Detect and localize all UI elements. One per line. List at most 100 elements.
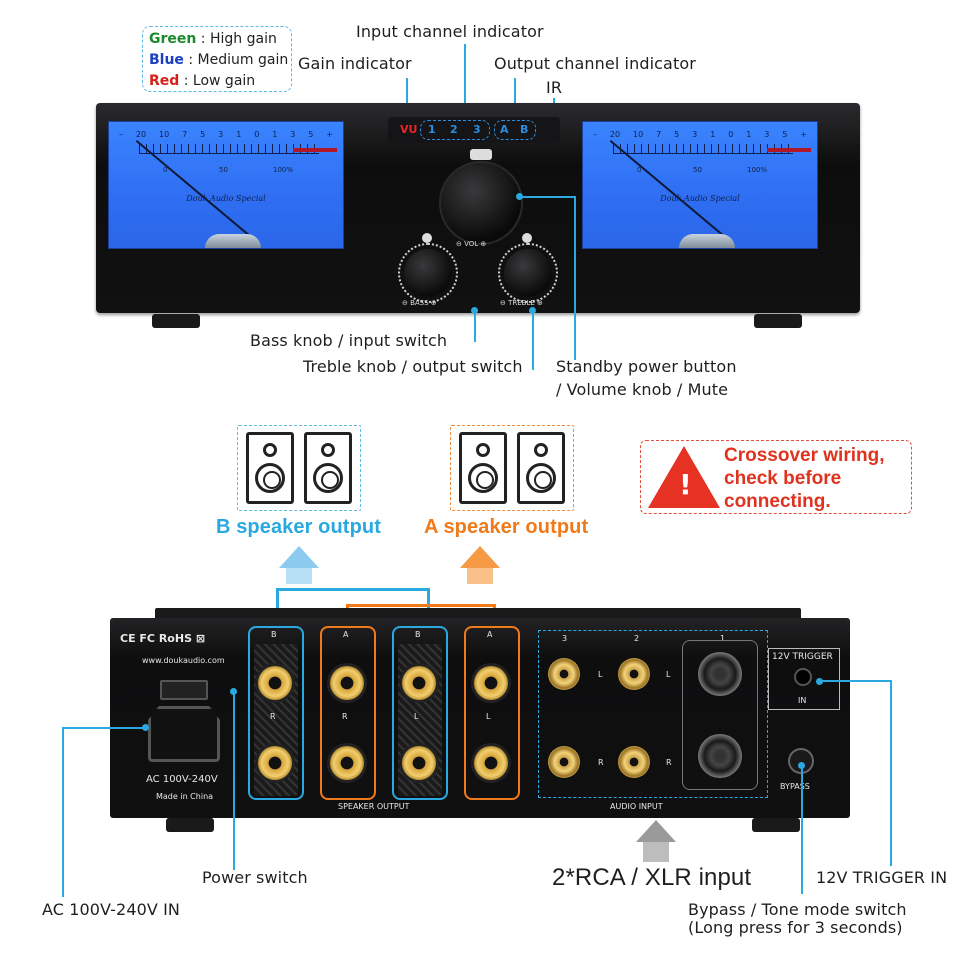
bass-knob[interactable] bbox=[398, 243, 458, 303]
rca-jack[interactable] bbox=[618, 658, 650, 690]
meter-redzone bbox=[767, 148, 811, 152]
meter-arc bbox=[613, 144, 793, 154]
binding-post[interactable] bbox=[402, 746, 436, 780]
a-speaker-output-label: A speaker output bbox=[424, 516, 589, 538]
meter-tick-label: 7 bbox=[182, 130, 188, 139]
output-b-indicator: B bbox=[520, 123, 529, 136]
meter-tick-label: 5 bbox=[308, 130, 314, 139]
cert-marks: CE FC RoHS ⊠ bbox=[120, 632, 206, 645]
ac-in-leader-v bbox=[62, 727, 64, 897]
meter-redzone bbox=[293, 148, 337, 152]
trigger-box bbox=[768, 648, 840, 710]
trigger-jack[interactable] bbox=[796, 670, 810, 684]
made-in-text: Made in China bbox=[156, 792, 214, 801]
a-left-posts: A L bbox=[464, 626, 520, 800]
input-1-indicator: 1 bbox=[428, 123, 436, 136]
post-letter: A bbox=[487, 630, 493, 639]
treble-knob[interactable] bbox=[498, 243, 558, 303]
channel-letter: L bbox=[666, 670, 671, 679]
b-speaker-group bbox=[237, 425, 361, 511]
input-channel-indicator-label: Input channel indicator bbox=[356, 22, 544, 41]
input-number: 2 bbox=[634, 634, 640, 643]
legend-row-red: Red : Low gain bbox=[149, 73, 256, 89]
standby-label-line1: Standby power button bbox=[556, 357, 737, 376]
xlr-plate bbox=[682, 640, 758, 790]
input-channel-leader bbox=[464, 44, 466, 112]
meter-tick-label: 20 bbox=[609, 130, 621, 139]
ac-voltage-text: AC 100V-240V bbox=[146, 774, 218, 785]
volume-leader-h bbox=[520, 196, 576, 198]
xlr-jack[interactable] bbox=[698, 652, 742, 696]
treble-knob-label: Treble knob / output switch bbox=[303, 357, 523, 376]
treble-label: ⊖ TREBLE ⊕ bbox=[500, 299, 543, 307]
b-output-arrow-icon bbox=[279, 546, 319, 568]
binding-post[interactable] bbox=[330, 666, 364, 700]
warning-line: check before bbox=[724, 468, 842, 489]
binding-post[interactable] bbox=[258, 746, 292, 780]
channel-letter: R bbox=[598, 758, 604, 767]
bass-label: ⊖ BASS ⊕ bbox=[402, 299, 437, 307]
input-arrow-stem bbox=[643, 842, 669, 862]
trigger-in-text: IN bbox=[798, 696, 807, 705]
a-speaker-group bbox=[450, 425, 574, 511]
meter-tick-label: 20 bbox=[135, 130, 147, 139]
bypass-dot bbox=[798, 762, 805, 769]
bass-icon bbox=[422, 233, 432, 243]
meter-tick-label: 3 bbox=[218, 130, 224, 139]
meter-needle bbox=[135, 140, 252, 238]
meter-tick-label: 10 bbox=[159, 130, 170, 139]
binding-post[interactable] bbox=[402, 666, 436, 700]
bypass-leader bbox=[801, 766, 803, 894]
ac-in-leader-h bbox=[62, 727, 144, 729]
rca-jack[interactable] bbox=[618, 746, 650, 778]
volume-leader-v bbox=[574, 196, 576, 360]
treble-leader bbox=[532, 310, 534, 370]
meter-tick-label: 10 bbox=[633, 130, 644, 139]
binding-post[interactable] bbox=[474, 666, 508, 700]
indicator-display: VU 1 2 3 A B bbox=[388, 117, 560, 143]
vu-indicator: VU bbox=[400, 123, 418, 136]
speaker-icon bbox=[517, 432, 565, 504]
meter-lamp bbox=[205, 234, 261, 248]
meter-tick-label: 1 bbox=[746, 130, 752, 139]
ir-label: IR bbox=[546, 78, 563, 97]
binding-post[interactable] bbox=[474, 746, 508, 780]
binding-post[interactable] bbox=[330, 746, 364, 780]
meter-tick-label: 5 bbox=[200, 130, 206, 139]
volume-knob[interactable] bbox=[441, 163, 521, 243]
rca-jack[interactable] bbox=[548, 746, 580, 778]
speaker-icon bbox=[246, 432, 294, 504]
meter-tick-label: 7 bbox=[656, 130, 662, 139]
post-channel: L bbox=[414, 712, 419, 721]
b-speaker-output-label: B speaker output bbox=[216, 516, 381, 538]
power-switch[interactable] bbox=[160, 680, 208, 700]
post-channel: R bbox=[342, 712, 348, 721]
meter-tick-label: 3 bbox=[764, 130, 770, 139]
xlr-jack[interactable] bbox=[698, 734, 742, 778]
rca-jack[interactable] bbox=[548, 658, 580, 690]
ac-inlet bbox=[148, 706, 220, 762]
bypass-button[interactable] bbox=[790, 750, 812, 772]
input-number: 3 bbox=[562, 634, 568, 643]
legend-row-blue: Blue : Medium gain bbox=[149, 52, 289, 68]
binding-post[interactable] bbox=[258, 666, 292, 700]
meter-tick-label: 5 bbox=[674, 130, 680, 139]
meter-tick-label: + bbox=[800, 130, 807, 139]
trigger-leader-h bbox=[820, 680, 892, 682]
ac-in-dot bbox=[142, 724, 149, 731]
meter-lamp bbox=[679, 234, 735, 248]
meter-tick-label: 3 bbox=[290, 130, 296, 139]
b-right-posts: B R bbox=[248, 626, 304, 800]
meter-tick-label: 1 bbox=[710, 130, 716, 139]
trigger-title: 12V TRIGGER bbox=[772, 652, 833, 662]
meter-tick-label: + bbox=[326, 130, 333, 139]
meter-tick-label: – bbox=[593, 130, 597, 139]
b-left-posts: B L bbox=[392, 626, 448, 800]
treble-icon bbox=[522, 233, 532, 243]
website-text: www.doukaudio.com bbox=[142, 656, 225, 665]
meter-tick-label: 5 bbox=[782, 130, 788, 139]
input-number: 1 bbox=[720, 634, 726, 643]
gain-color-legend: Green : High gain Blue : Medium gain Red… bbox=[142, 26, 292, 92]
standby-mute-icon bbox=[470, 149, 492, 160]
